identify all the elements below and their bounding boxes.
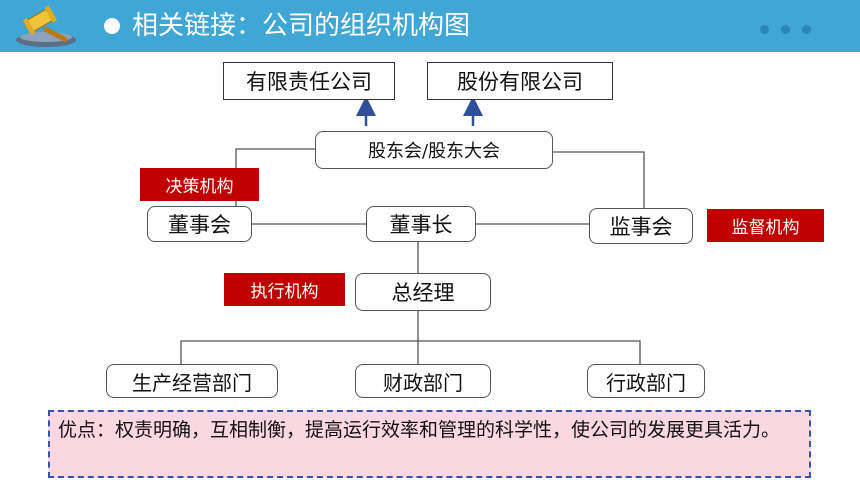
dot bbox=[781, 25, 790, 34]
node-admin-dept: 行政部门 bbox=[587, 364, 705, 398]
node-chairman: 董事长 bbox=[366, 206, 476, 242]
node-llc: 有限责任公司 bbox=[223, 62, 395, 100]
label-supervision: 监督机构 bbox=[707, 209, 824, 242]
label-decision: 决策机构 bbox=[140, 168, 259, 201]
label-execution: 执行机构 bbox=[224, 273, 345, 306]
node-board: 董事会 bbox=[147, 206, 252, 242]
node-supervisors: 监事会 bbox=[589, 208, 693, 244]
header-dots bbox=[760, 25, 811, 34]
node-general-manager: 总经理 bbox=[355, 273, 491, 311]
gavel-icon bbox=[16, 6, 76, 47]
node-finance-dept: 财政部门 bbox=[355, 364, 491, 398]
page-title: 相关链接：公司的组织机构图 bbox=[132, 11, 471, 41]
dot bbox=[760, 25, 769, 34]
dot bbox=[802, 25, 811, 34]
node-production-dept: 生产经营部门 bbox=[106, 364, 278, 398]
title-bullet bbox=[104, 18, 120, 34]
node-shareholders: 股东会/股东大会 bbox=[315, 131, 553, 169]
line-departments bbox=[180, 340, 641, 364]
header-bar: 相关链接：公司的组织机构图 bbox=[0, 0, 860, 52]
advantages-note: 优点：权责明确，互相制衡，提高运行效率和管理的科学性，使公司的发展更具活力。 bbox=[48, 410, 811, 478]
node-joint-stock: 股份有限公司 bbox=[427, 62, 613, 100]
line-shareholders-supervisors bbox=[553, 151, 645, 210]
